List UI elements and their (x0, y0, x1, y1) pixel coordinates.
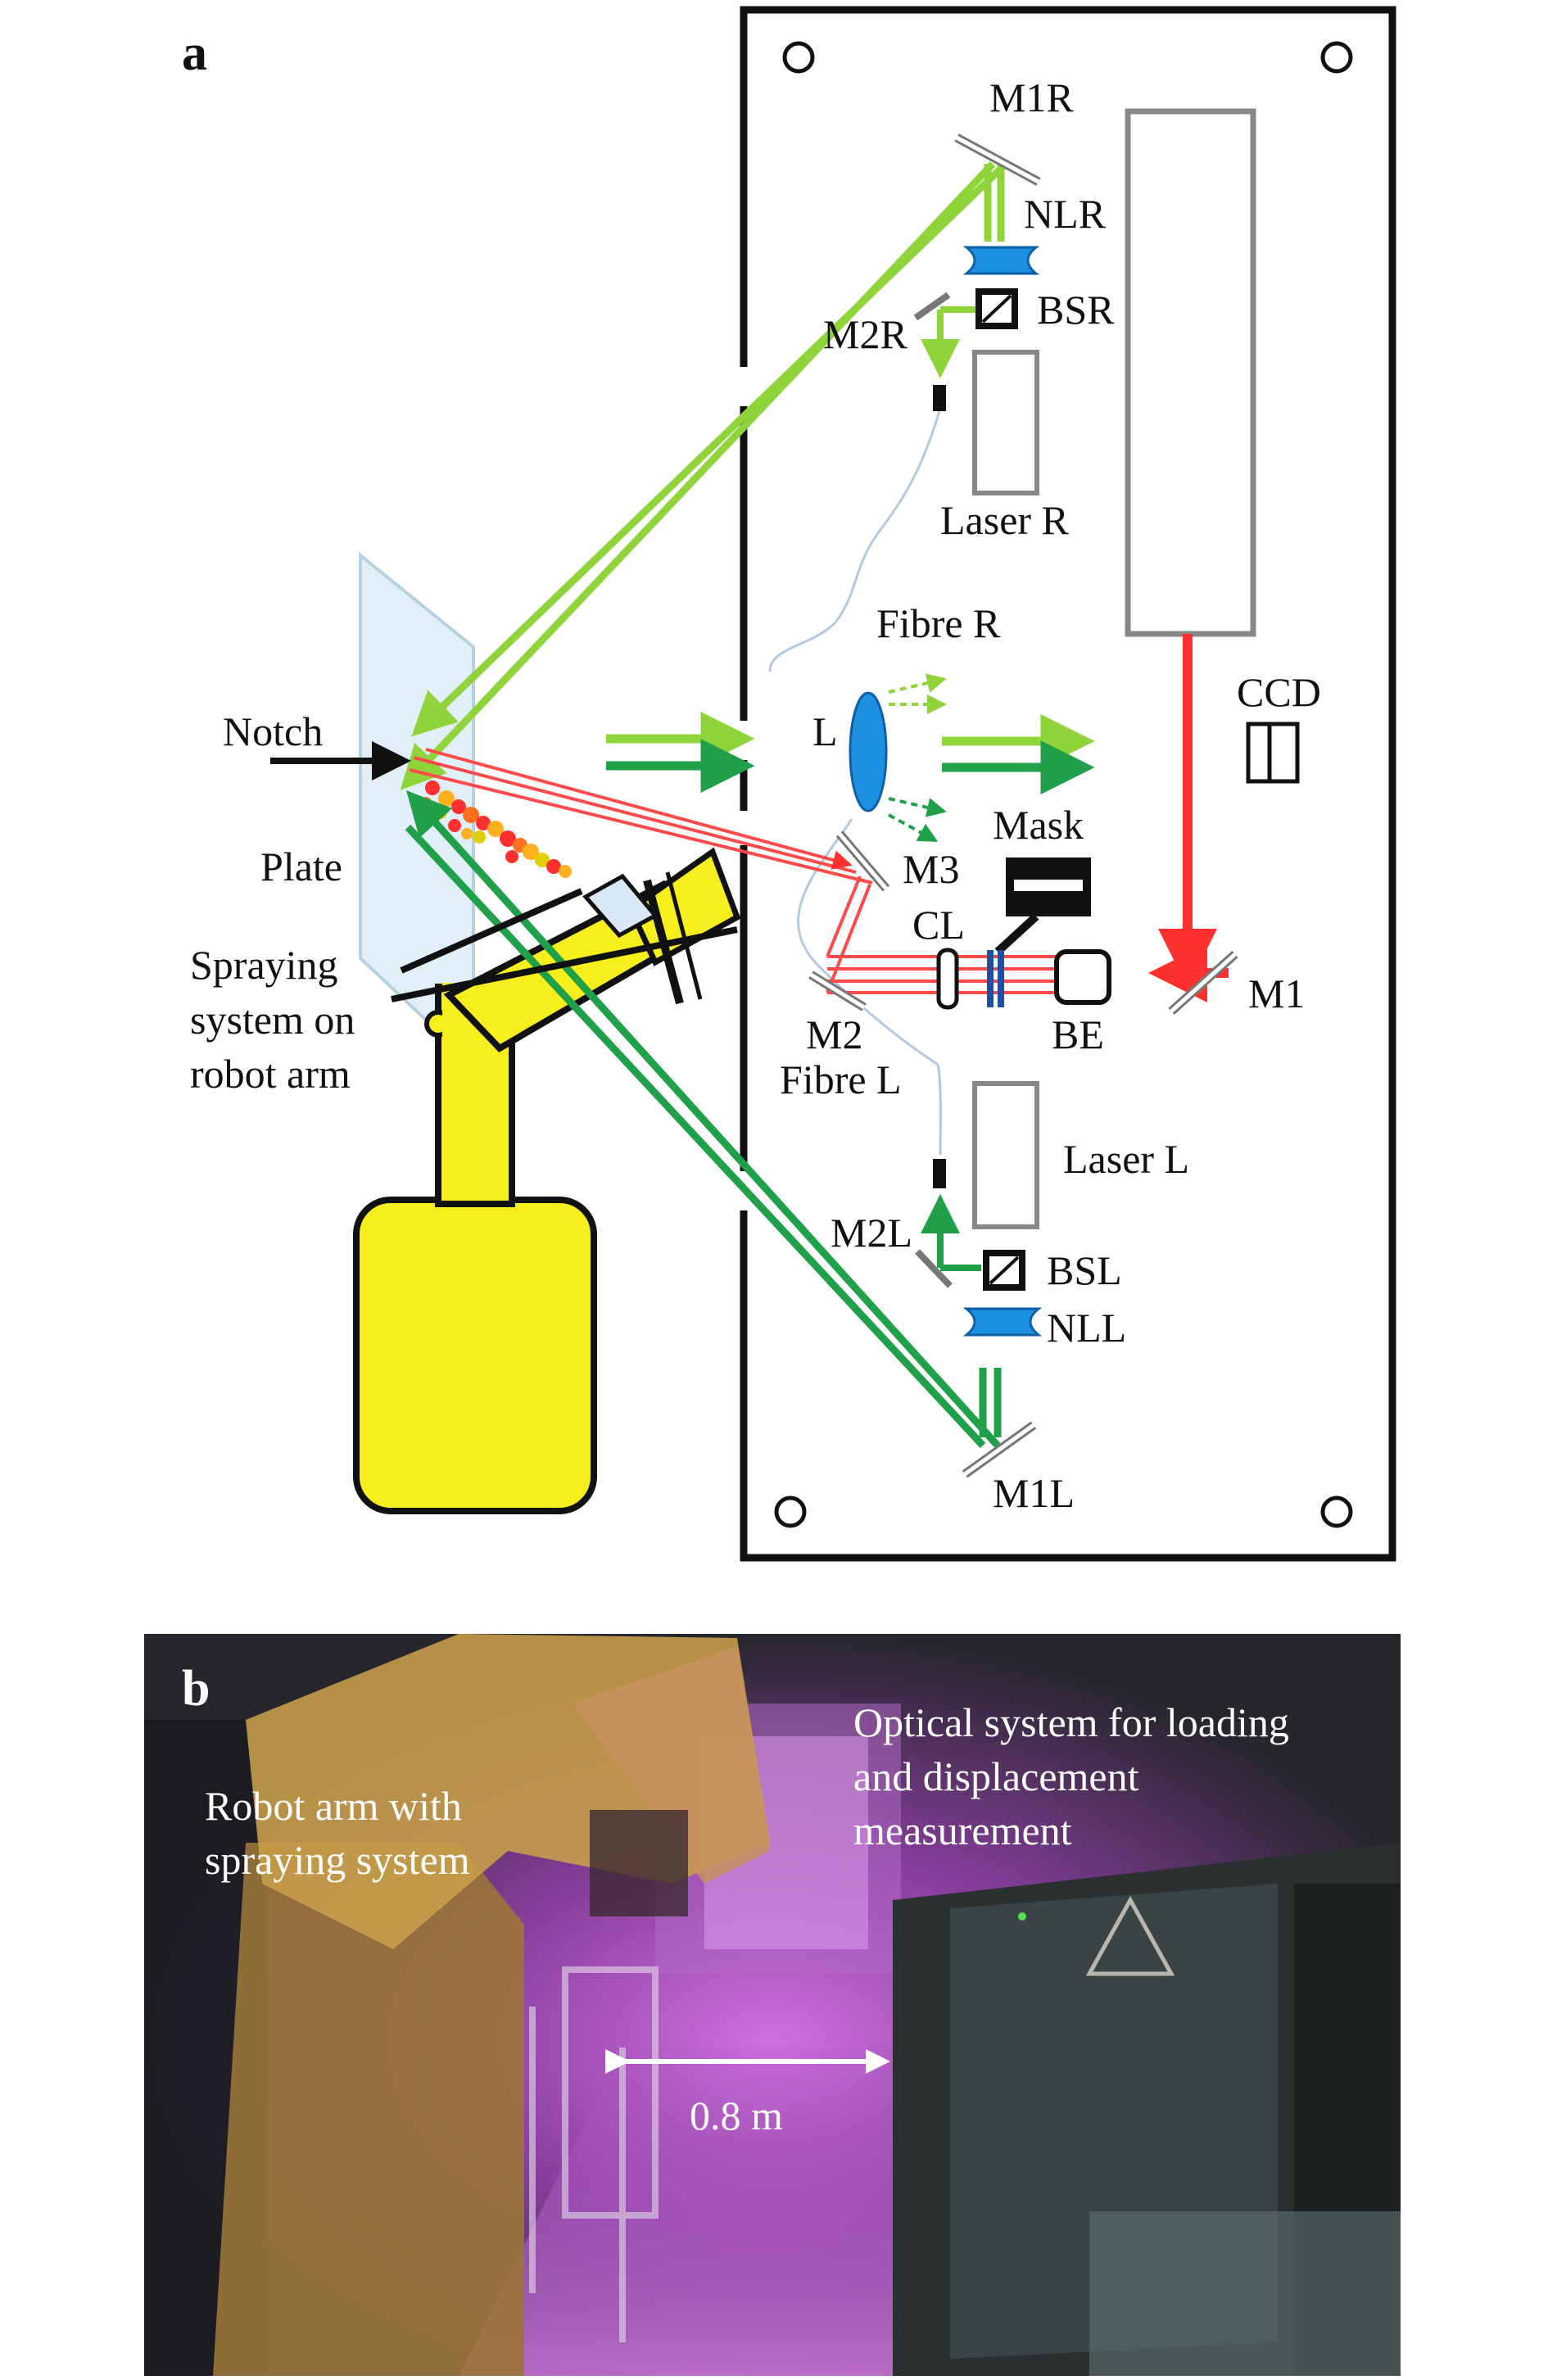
label-be: BE (1052, 1011, 1104, 1057)
label-bsl: BSL (1047, 1247, 1122, 1293)
robot-label-line-2: spraying system (205, 1837, 470, 1883)
fibre-l-connector (933, 1159, 946, 1188)
optical-label-line-1: Optical system for loading (853, 1699, 1289, 1745)
optical-label-line-3: measurement (853, 1808, 1072, 1853)
lens-cl (936, 948, 959, 1010)
green-beams-right (400, 161, 1009, 790)
photo-bench (529, 1966, 659, 2342)
beam-expander-be (1054, 949, 1111, 1005)
screw-icon (1320, 1495, 1353, 1528)
mirror-m2r (913, 292, 951, 321)
label-ccd: CCD (1237, 669, 1321, 715)
lens-nlr (962, 246, 1040, 275)
label-fibre-l: Fibre L (780, 1057, 902, 1102)
label-m2r: M2R (823, 311, 908, 357)
green-beams-left (405, 790, 1002, 1449)
label-m2: M2 (806, 1011, 862, 1057)
label-l: L (812, 708, 838, 754)
distance-label: 0.8 m (690, 2093, 783, 2138)
spraying-pointer-1 (400, 888, 583, 974)
label-laser-r: Laser R (940, 497, 1070, 543)
optical-components (808, 133, 1300, 1478)
label-m1l: M1L (993, 1470, 1075, 1516)
laser-l-body (972, 1081, 1039, 1229)
robot-arm-drawing (353, 847, 741, 1514)
label-laser-l: Laser L (1063, 1136, 1189, 1182)
label-m1: M1 (1248, 971, 1305, 1016)
panel-b-label: b (182, 1661, 210, 1717)
photo-optical-cabinet (893, 1843, 1401, 2376)
label-m2l: M2L (831, 1210, 912, 1256)
label-plate: Plate (260, 844, 342, 889)
label-mask: Mask (993, 802, 1084, 848)
spraying-pointer-2 (391, 926, 738, 1002)
photo-robot-arm (213, 1634, 770, 2376)
label-fibre-r: Fibre R (876, 600, 1001, 646)
label-cl: CL (912, 902, 965, 948)
ccd-camera-icon (1246, 722, 1300, 784)
imaging-arrows (606, 673, 1095, 842)
panel-a: a (182, 6, 1396, 1562)
camera-housing (1125, 108, 1256, 637)
label-bsr: BSR (1037, 287, 1115, 333)
panel-b: b Robot arm with spraying system Optical… (144, 1634, 1401, 2376)
fibre-r-connector (933, 385, 946, 411)
label-m1r: M1R (989, 75, 1074, 120)
mirror-m2l (915, 1249, 953, 1288)
label-m3: M3 (903, 846, 959, 892)
label-notch: Notch (223, 708, 323, 754)
label-nlr: NLR (1024, 191, 1107, 237)
lens-nll (962, 1307, 1043, 1337)
fibre-r (768, 407, 942, 672)
label-spraying-1: Spraying (190, 942, 338, 988)
screw-icon (782, 41, 815, 74)
lens-l (849, 691, 888, 812)
screw-icon (774, 1495, 807, 1528)
optical-label-line-2: and displacement (853, 1753, 1139, 1799)
laser-r-body (972, 350, 1039, 495)
label-spraying-2: system on (190, 997, 355, 1043)
robot-label-line-1: Robot arm with (205, 1783, 462, 1829)
label-nll: NLL (1047, 1305, 1126, 1351)
panel-a-label: a (182, 25, 207, 81)
label-spraying-3: robot arm (190, 1051, 351, 1097)
screw-icon (1320, 41, 1353, 74)
wall-gap-top (736, 367, 752, 406)
